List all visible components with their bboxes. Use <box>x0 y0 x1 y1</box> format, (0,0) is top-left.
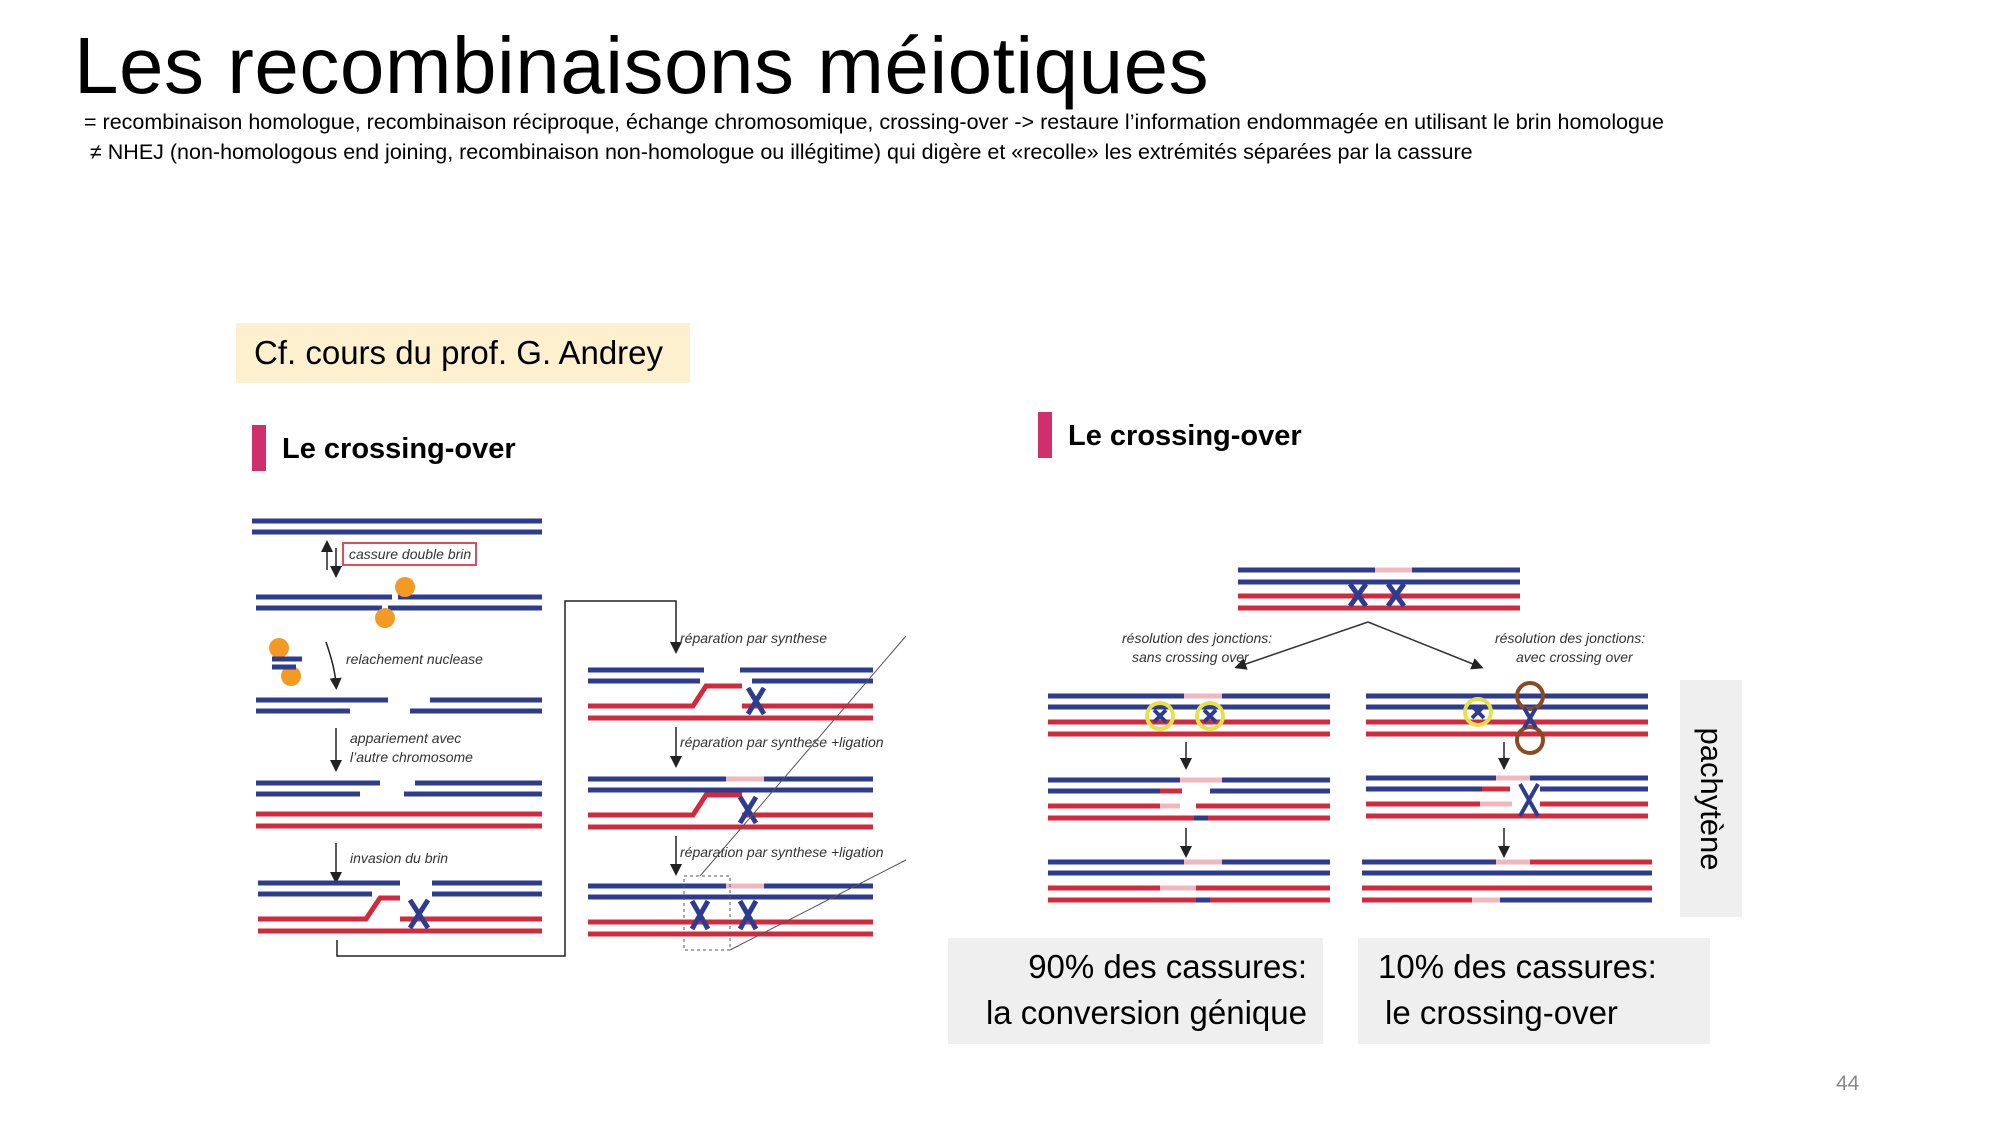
header-accent-bar <box>1038 412 1052 458</box>
protein-dot <box>281 666 301 686</box>
gene-conversion-line2: la conversion génique <box>985 994 1307 1031</box>
pairing-label-2: l’autre chromosome <box>350 749 473 765</box>
protein-dot <box>375 608 395 628</box>
junction-marker-icon <box>1145 701 1175 731</box>
left-step-intact <box>252 518 542 535</box>
break-arrow-icon <box>321 540 342 578</box>
ligation-label-2: réparation par synthese +ligation <box>680 844 884 860</box>
left-step-resected <box>256 697 542 714</box>
left-branch-label-1: résolution des jonctions: <box>1122 630 1272 646</box>
slide-title: Les recombinaisons méiotiques <box>74 21 1210 110</box>
crossing-over-line1: 10% des cassures: <box>1378 948 1657 985</box>
stage-label: pachytène <box>1694 726 1729 871</box>
cleavage-marker-icon <box>1515 681 1545 711</box>
break-label-box <box>342 542 477 566</box>
crossing-over-box: 10% des cassures: le crossing-over <box>1358 938 1710 1044</box>
left-figure-title: Le crossing-over <box>282 433 516 465</box>
branch-arrow-right-icon <box>1367 621 1484 670</box>
right-figure-title: Le crossing-over <box>1068 420 1302 452</box>
nuclease-step: relachement nuclease <box>269 638 483 690</box>
course-note: Cf. cours du prof. G. Andrey <box>236 323 690 383</box>
break-label: cassure double brin <box>349 546 471 562</box>
branch-arrow-left-icon <box>1234 621 1369 670</box>
conversion-step-2 <box>1048 777 1330 821</box>
cleavage-marker-icon <box>1515 725 1545 755</box>
zoom-guide <box>729 859 907 951</box>
left-branch-label-2: sans crossing over <box>1132 649 1250 665</box>
stage-label-box: pachytène <box>1680 680 1742 917</box>
junction-marker-icon <box>1463 697 1493 727</box>
pairing-label-1: appariement avec <box>350 730 461 746</box>
junction-marker-icon <box>1195 701 1225 731</box>
left-step-paired <box>256 780 542 829</box>
left-step-final <box>588 635 907 951</box>
page-number: 44 <box>1836 1072 1860 1095</box>
crossing-over-line2: le crossing-over <box>1385 994 1618 1031</box>
ligation-label-1: réparation par synthese +ligation <box>680 734 884 750</box>
protein-dot <box>269 638 289 658</box>
gene-conversion-line1: 90% des cassures: <box>1028 948 1307 985</box>
gene-conversion-box: 90% des cassures: la conversion génique <box>948 938 1323 1044</box>
conversion-step-1 <box>1048 693 1330 737</box>
right-branch-label-1: résolution des jonctions: <box>1495 630 1645 646</box>
invasion-label: invasion du brin <box>350 850 448 866</box>
definition-line: = recombinaison homologue, recombinaison… <box>84 110 1664 134</box>
crossover-step-1 <box>1366 681 1648 755</box>
left-step-ligation <box>588 776 873 830</box>
nhej-line: ≠ NHEJ (non-homologous end joining, reco… <box>90 140 1473 164</box>
crossover-step-3 <box>1362 859 1652 903</box>
synthesis-label: réparation par synthese <box>680 630 827 646</box>
flow-connector <box>336 600 682 957</box>
left-step-invasion <box>258 880 542 934</box>
nuclease-label: relachement nuclease <box>346 651 483 667</box>
zoom-guide <box>699 635 907 877</box>
left-step-break <box>256 577 542 628</box>
protein-dot <box>395 577 415 597</box>
crossover-step-2 <box>1366 775 1648 819</box>
right-top-junction <box>1238 567 1520 611</box>
right-branch-label-2: avec crossing over <box>1516 649 1634 665</box>
left-step-synthesis <box>588 667 873 721</box>
header-accent-bar <box>252 425 266 471</box>
conversion-step-3 <box>1048 859 1330 903</box>
